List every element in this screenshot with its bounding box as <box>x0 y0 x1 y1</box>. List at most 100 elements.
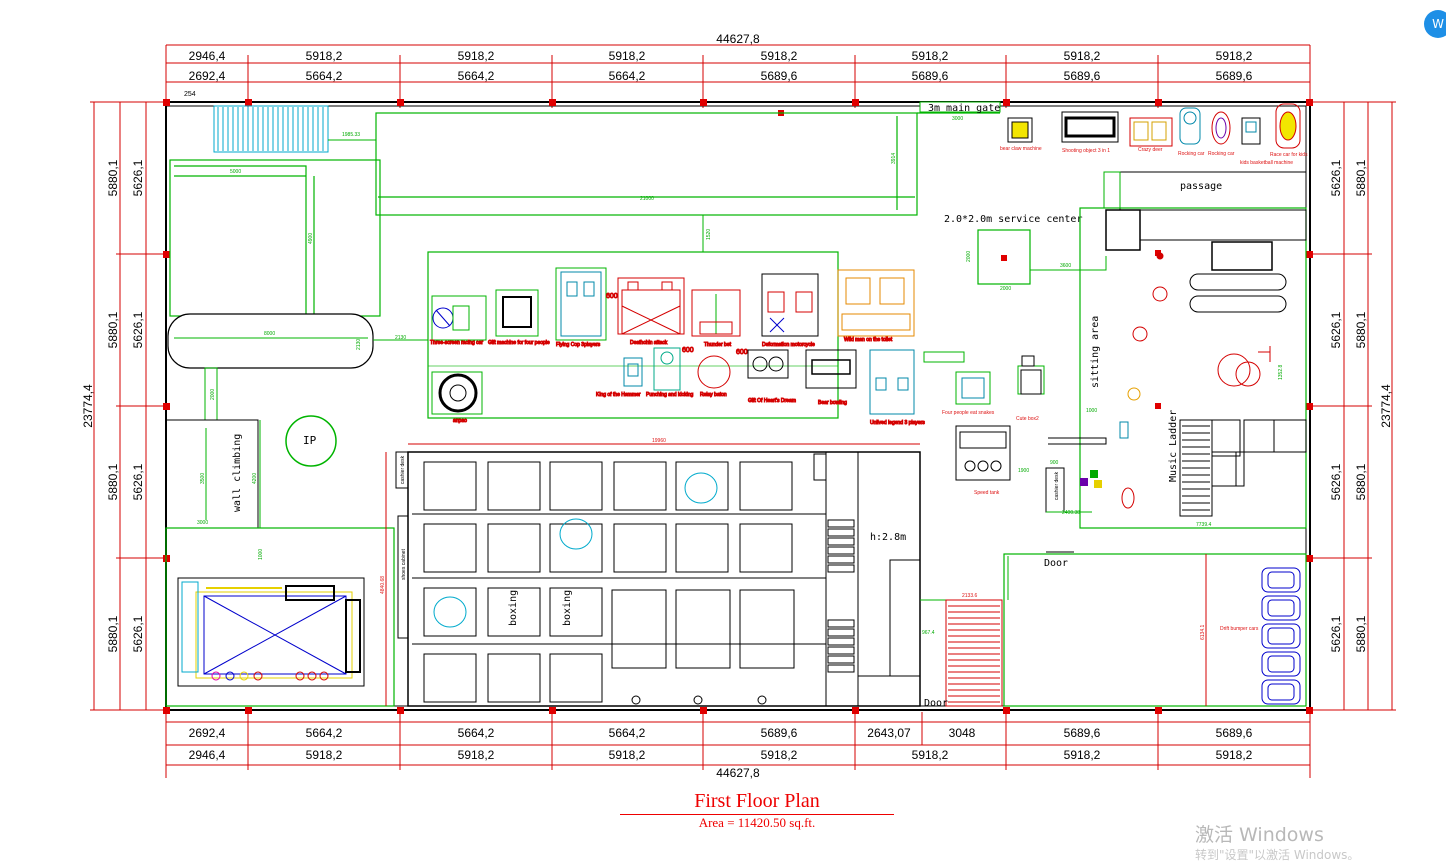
deformation-label: Deformation motorcycle <box>762 342 815 348</box>
dim-bot-r1-5: 2643,07 <box>867 726 911 740</box>
deathchin-label: Deathchin attack <box>630 340 668 346</box>
ip-circle <box>285 415 337 467</box>
toilet-label: Wild man on the toilet <box>844 337 893 343</box>
arena-cell <box>423 523 477 573</box>
dim-bot-r2-3: 5918,2 <box>609 748 646 762</box>
arena-cell <box>549 523 603 573</box>
dim-top-r2-4: 5689,6 <box>761 69 798 83</box>
dim-overall-bottom: 44627,8 <box>716 766 760 780</box>
door-bottom-label: Door <box>924 698 948 709</box>
arena-side-racks <box>813 453 855 673</box>
rocking1-label: Rocking car <box>1178 151 1205 157</box>
cashier-desk-left <box>395 451 409 489</box>
cutebox-label: Cute box2 <box>1016 416 1039 422</box>
dim-top-r1-6: 5918,2 <box>1064 49 1101 63</box>
wall-climbing-label: wall climbing <box>232 434 243 512</box>
kiddie-rides <box>1007 103 1301 149</box>
dim-bot-r2-2: 5918,2 <box>458 748 495 762</box>
dimension-lines <box>90 44 1396 778</box>
dim-overall-top: 44627,8 <box>716 32 760 46</box>
drift-bumper-cars <box>1261 567 1301 705</box>
main-gate <box>919 101 1001 113</box>
legend-label: Unlived legend 3 players <box>870 420 925 426</box>
drift-car-seat <box>1267 683 1295 701</box>
racecar-label: Race car for kids <box>1270 152 1308 158</box>
racing-car-label: Three-screen racing car <box>430 340 483 346</box>
bear-bowling-machine <box>805 349 857 389</box>
arena-cell <box>739 461 793 511</box>
gap-2130-label: 2130 <box>395 335 406 341</box>
arena-width-label: 19960 <box>652 438 666 444</box>
rack-slot <box>827 628 855 637</box>
arena-height-label: 4840.68 <box>380 576 386 594</box>
play-pit-zone <box>169 159 381 317</box>
drift-car <box>1261 567 1301 593</box>
basketball-label: kids basketball machine <box>1240 160 1293 166</box>
dim-right-outer-0: 5880,1 <box>1354 159 1368 196</box>
arena-cell <box>739 523 793 573</box>
pit-height-label: 4900 <box>308 233 314 244</box>
dim-overall-left: 23774,4 <box>81 384 95 428</box>
drift-height-label: 6134.1 <box>1200 624 1206 640</box>
drift-car <box>1261 679 1301 705</box>
rack-slot <box>827 664 855 673</box>
dim-bot-r2-4: 5918,2 <box>761 748 798 762</box>
drift-car-seat <box>1267 571 1295 589</box>
dim-left-inner-3: 5626,1 <box>131 615 145 652</box>
hammer-label: King of the Hammer <box>596 392 641 398</box>
curve-width-label: 8000 <box>264 331 275 337</box>
toilet-machine <box>837 269 915 337</box>
rack-slot <box>827 564 855 573</box>
arena-cell <box>423 653 477 703</box>
dim-top-r1-2: 5918,2 <box>458 49 495 63</box>
punching-machine <box>653 347 681 391</box>
sitting-area-zone <box>1079 207 1307 529</box>
dim-top-r1-0: 2946,4 <box>189 49 226 63</box>
door-967-label: 967.4 <box>922 630 935 636</box>
dim-bot-r1-3: 5664,2 <box>609 726 646 740</box>
speedtank-label: Speed tank <box>974 490 1000 496</box>
main-gate-label: 3m main gate <box>928 103 1000 114</box>
climb-height2-label: 4200 <box>252 473 258 484</box>
rack-slot <box>827 519 855 528</box>
shoes-cabinet-label: shoes cabinet <box>401 549 407 580</box>
dim-right-inner-1: 5626,1 <box>1329 311 1343 348</box>
arena-cell <box>423 461 477 511</box>
dim-bot-r1-1: 5664,2 <box>306 726 343 740</box>
service-center-label: 2.0*2.0m service center <box>944 214 1082 225</box>
drift-car-seat <box>1267 655 1295 673</box>
dim-top-r1-4: 5918,2 <box>761 49 798 63</box>
bearclaw-label: bear claw machine <box>1000 146 1042 152</box>
gift-heart-label: Gift Of Heart's Dream <box>748 398 796 404</box>
ip-label: IP <box>303 434 317 447</box>
track-height-label: 3914 <box>891 153 897 164</box>
plan-area: Area = 11420.50 sq.ft. <box>698 815 816 830</box>
curved-bumper-track <box>167 313 374 369</box>
dim-right-inner-0: 5626,1 <box>1329 159 1343 196</box>
climb-width-label: 3000 <box>197 520 208 526</box>
play-height-label: 1000 <box>258 549 264 560</box>
play-width-label: 2000 <box>210 389 216 400</box>
dim-top-r1-5: 5918,2 <box>912 49 949 63</box>
dim-top-r2-2: 5664,2 <box>458 69 495 83</box>
ladder-width-label: 7739.4 <box>1196 522 1212 528</box>
dim-top-r1-7: 5918,2 <box>1216 49 1253 63</box>
rack-slot <box>827 528 855 537</box>
title-block: First Floor Plan Area = 11420.50 sq.ft. <box>620 788 894 831</box>
rocking2-label: Rocking car <box>1208 151 1235 157</box>
windows-activation-subtext: 转到"设置"以激活 Windows。 <box>1195 848 1360 862</box>
app-badge-icon[interactable]: W <box>1424 10 1446 38</box>
dim-top-r1-1: 5918,2 <box>306 49 343 63</box>
drift-car <box>1261 623 1301 649</box>
arena-cell <box>423 587 477 637</box>
drift-car <box>1261 595 1301 621</box>
dim-left-outer-3: 5880,1 <box>106 615 120 652</box>
arena-cells <box>412 452 921 706</box>
dim-top-r2-1: 5664,2 <box>306 69 343 83</box>
music-ladder <box>1179 419 1307 517</box>
rack-slot <box>827 619 855 628</box>
m600a-label: 600 <box>606 293 618 300</box>
boxing-label-2: boxing <box>562 590 573 626</box>
music-ladder-label: Music Ladder <box>1168 410 1179 482</box>
